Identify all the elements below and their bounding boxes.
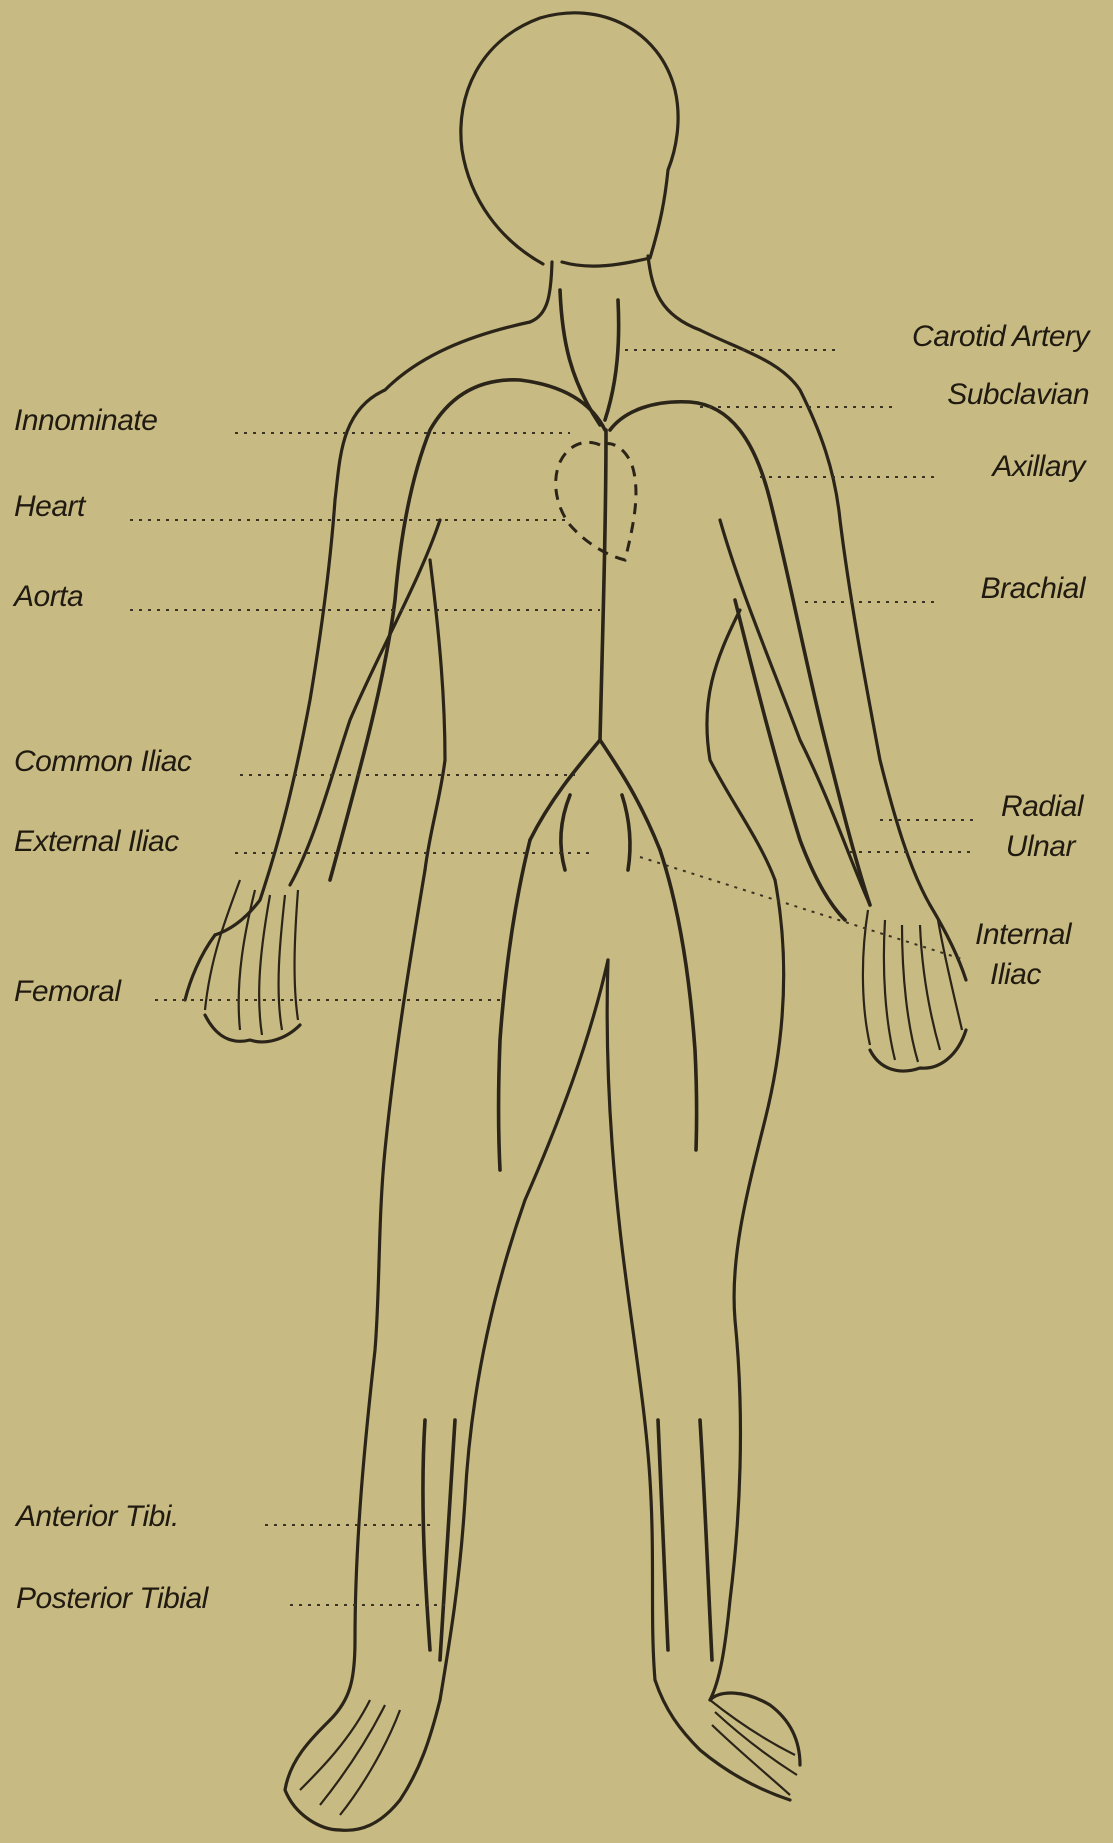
carotid-artery-vessel bbox=[605, 300, 619, 420]
femoral-right-vessel bbox=[660, 850, 697, 1150]
left-foot bbox=[285, 1700, 440, 1830]
innominate-vessel bbox=[560, 290, 600, 425]
label-internal-iliac-line1: Internal bbox=[975, 918, 1071, 952]
label-internal-iliac-line2: Iliac bbox=[990, 958, 1041, 992]
neck-left bbox=[530, 262, 552, 322]
aorta-vessel bbox=[600, 430, 606, 740]
label-heart: Heart bbox=[14, 490, 85, 524]
right-foot bbox=[655, 1680, 800, 1800]
right-leg-inner bbox=[607, 960, 655, 1680]
femoral-left-vessel bbox=[499, 840, 531, 1170]
subclavian-axillary-vessel bbox=[610, 402, 870, 905]
internal-iliac-left bbox=[561, 795, 570, 870]
label-radial: Radial bbox=[1001, 790, 1083, 824]
label-aorta: Aorta bbox=[14, 580, 83, 614]
label-posterior-tibial: Posterior Tibial bbox=[16, 1582, 208, 1616]
head-outline bbox=[461, 13, 678, 266]
label-femoral: Femoral bbox=[14, 975, 121, 1009]
label-ulnar: Ulnar bbox=[1006, 830, 1075, 864]
left-arm-outline bbox=[215, 322, 530, 935]
left-leg-outer bbox=[330, 870, 425, 1720]
anterior-tibial-right bbox=[658, 1420, 668, 1650]
anterior-tibial-left bbox=[423, 1420, 430, 1650]
arteries bbox=[330, 290, 870, 1660]
left-forearm-inner bbox=[290, 520, 440, 885]
right-arm-outline bbox=[700, 330, 930, 905]
label-axillary: Axillary bbox=[992, 450, 1085, 484]
label-innominate: Innominate bbox=[14, 404, 157, 438]
label-common-iliac: Common Iliac bbox=[14, 745, 191, 779]
label-carotid-artery: Carotid Artery bbox=[912, 320, 1089, 354]
label-brachial: Brachial bbox=[981, 572, 1085, 606]
label-subclavian: Subclavian bbox=[947, 378, 1089, 412]
leader-lines bbox=[130, 350, 975, 1605]
label-external-iliac: External Iliac bbox=[14, 825, 179, 859]
posterior-tibial-right bbox=[700, 1420, 712, 1660]
left-hand bbox=[185, 880, 300, 1042]
right-leg-outer bbox=[710, 880, 784, 1700]
internal-iliac-right bbox=[622, 795, 630, 870]
label-anterior-tibial: Anterior Tibi. bbox=[16, 1500, 179, 1534]
right-hand bbox=[863, 905, 966, 1071]
torso-left-side bbox=[425, 560, 445, 870]
neck-right bbox=[648, 256, 700, 330]
common-iliac-left bbox=[530, 740, 600, 840]
left-leg-inner bbox=[440, 960, 608, 1700]
heart-outline bbox=[556, 442, 636, 560]
